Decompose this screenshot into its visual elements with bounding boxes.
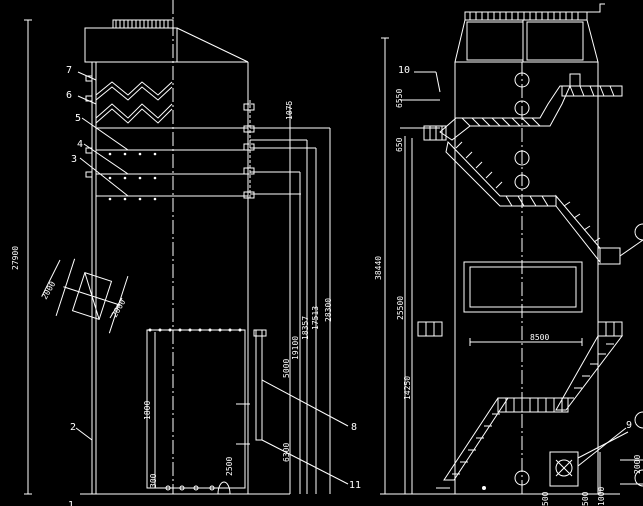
- overall-height-dim: 27900: [11, 246, 20, 270]
- left-elevation-view: 27900: [11, 0, 361, 506]
- spray-nozzles: [108, 152, 157, 201]
- callout-3: 3: [71, 154, 77, 165]
- elev-6550: 6550: [395, 89, 404, 108]
- bottom-dim-1000: 1000: [597, 487, 606, 506]
- stair-hatch-lower-left: [452, 413, 500, 475]
- elev-14250: 14250: [403, 376, 412, 400]
- callout-9: 9: [626, 420, 632, 431]
- elev-38440: 38440: [374, 256, 383, 280]
- opening-width-dim: 8500: [530, 333, 549, 342]
- panel-height-dim: 1800: [143, 401, 152, 420]
- elev-17513: 17513: [311, 306, 320, 330]
- stair-hatch-lower-landing: [505, 398, 563, 412]
- callout-11: 11: [349, 480, 361, 491]
- detail-dim-right: 2000: [110, 298, 128, 319]
- bottom-dim-500b: 500: [581, 491, 590, 506]
- elev-2500: 2500: [225, 457, 234, 476]
- stair-hatch-middle: [455, 141, 549, 207]
- elev-300: 300: [149, 473, 158, 488]
- elev-25500: 25500: [396, 296, 405, 320]
- callout-5: 5: [75, 113, 81, 124]
- elev-19100: 19100: [291, 336, 300, 360]
- detail-dim-left: 2000: [40, 280, 58, 301]
- callout-1: 1: [68, 500, 74, 506]
- stair-hatch-middle-2: [563, 201, 601, 243]
- callout-8: 8: [351, 422, 357, 433]
- callout-2: 2: [70, 422, 76, 433]
- elev-28300: 28300: [324, 298, 333, 322]
- elev-18357: 18357: [301, 316, 310, 340]
- callout-6: 6: [66, 90, 72, 101]
- stair-hatch-lower-right: [566, 343, 614, 399]
- callout-7: 7: [66, 65, 72, 76]
- top-grating: [115, 20, 169, 28]
- bottom-holes: [165, 485, 215, 491]
- bottom-dim-2000: 2000: [633, 455, 642, 474]
- detail-inset: [55, 258, 129, 334]
- top-grating-right: [469, 12, 579, 20]
- callout-4: 4: [77, 139, 83, 150]
- elev-5000: 5000: [282, 359, 291, 378]
- elev-1075: 1075: [285, 101, 294, 120]
- right-elevation-view: 38440 25500 14250 6550 650: [374, 3, 643, 506]
- callout-10: 10: [398, 65, 410, 76]
- bottom-dim-500a: 500: [541, 491, 550, 506]
- stair-hatch-upper: [461, 85, 615, 127]
- elev-650: 650: [395, 137, 404, 152]
- panel-dots: [148, 328, 242, 332]
